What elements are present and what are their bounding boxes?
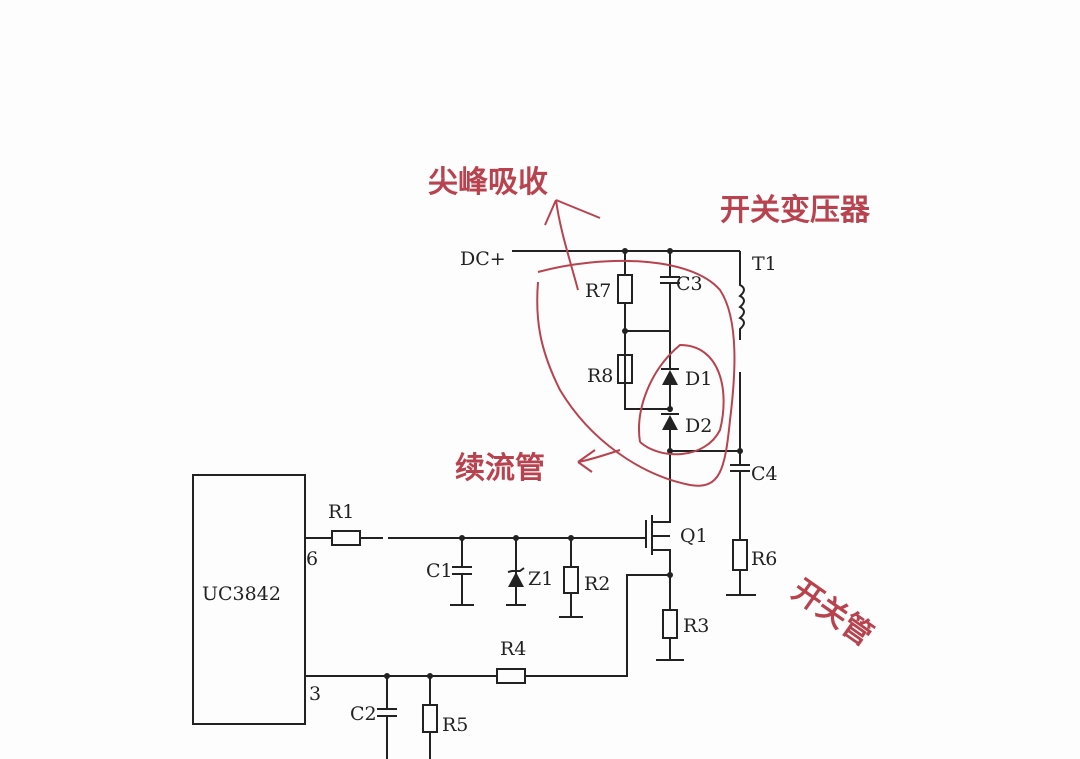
c3-capacitor (660, 251, 680, 368)
r4-resistor (496, 668, 526, 684)
label-dc-plus: DC+ (460, 248, 506, 270)
d2-diode (662, 415, 678, 430)
label-pin3: 3 (309, 683, 321, 705)
label-t1: T1 (752, 253, 777, 275)
label-c3: C3 (676, 273, 703, 295)
current-sense-wire (305, 574, 670, 677)
label-d1: D1 (685, 368, 712, 390)
r6-resistor (732, 539, 748, 571)
z1-zener (506, 538, 526, 606)
snubber-arrow (544, 199, 601, 291)
annotation-switch: 开关管 (785, 573, 879, 653)
label-z1: Z1 (528, 568, 553, 590)
z1-zener-triangle (508, 572, 524, 587)
r1-resistor (331, 530, 361, 546)
uc3842-ic (192, 474, 306, 725)
annotation-freewheel: 续流管 (455, 451, 545, 486)
d1-diode (662, 370, 678, 385)
r7-r8-wire (624, 251, 670, 410)
label-r1: R1 (328, 501, 354, 523)
label-d2: D2 (685, 415, 712, 437)
freewheel-loop (638, 343, 725, 456)
label-r4: R4 (500, 638, 526, 660)
r8-resistor (617, 354, 633, 384)
label-r5: R5 (442, 714, 468, 736)
c4-r6-branch (726, 464, 756, 596)
label-pin6: 6 (306, 548, 318, 570)
label-c1: C1 (426, 560, 453, 582)
label-ic: UC3842 (202, 583, 281, 605)
q1-mosfet (645, 515, 671, 575)
node (667, 406, 673, 412)
annotation-transformer: 开关变压器 (720, 193, 871, 228)
label-r7: R7 (585, 280, 611, 302)
r7-resistor (617, 274, 633, 304)
r2-branch (559, 538, 583, 618)
c2-capacitor (377, 676, 397, 759)
c1-capacitor (450, 538, 474, 606)
t1-transformer-coil (738, 251, 745, 465)
label-r6: R6 (751, 548, 777, 570)
drain-wire (661, 413, 679, 515)
r5-resistor (422, 704, 438, 733)
label-r2: R2 (584, 573, 610, 595)
r3-branch (656, 575, 684, 661)
label-r3: R3 (683, 615, 709, 637)
freewheel-arrow (577, 449, 621, 473)
r3-resistor (662, 609, 678, 639)
label-c2: C2 (350, 703, 377, 725)
snubber-loop (536, 259, 736, 487)
annotation-snubber: 尖峰吸收 (428, 165, 548, 200)
label-q1: Q1 (680, 525, 708, 547)
label-r8: R8 (587, 365, 613, 387)
r2-resistor (563, 566, 579, 594)
label-c4: C4 (751, 463, 778, 485)
